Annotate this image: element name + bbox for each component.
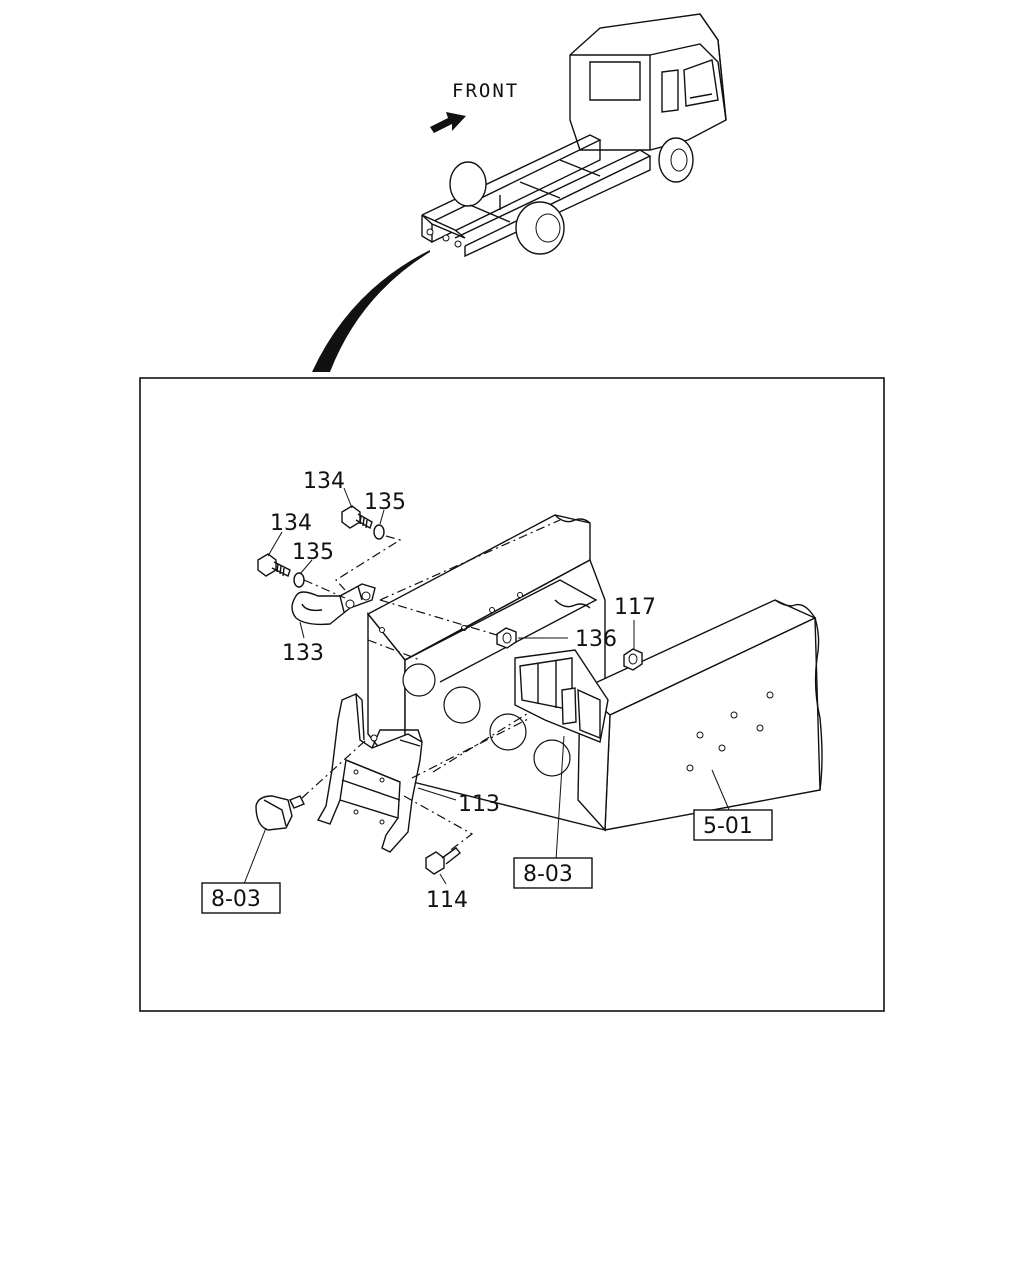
towing-hook bbox=[291, 583, 376, 626]
detail-frame bbox=[139, 377, 885, 1012]
detail-pointer bbox=[312, 250, 430, 372]
ref-8-03-left-label: 8-03 bbox=[211, 887, 261, 912]
bolt-134-lower bbox=[257, 553, 291, 577]
ref-8-03-right-label: 8-03 bbox=[523, 862, 573, 887]
callout-114: 114 bbox=[426, 888, 468, 913]
rear-lamp-assembly bbox=[514, 649, 609, 743]
front-arrow-icon bbox=[430, 112, 466, 133]
leader-lines bbox=[243, 487, 731, 885]
truck-overview-icon bbox=[421, 13, 727, 258]
ref-box-8-03-right[interactable]: 8-03 bbox=[513, 857, 593, 889]
cross-member bbox=[379, 519, 598, 683]
ref-box-5-01[interactable]: 5-01 bbox=[693, 809, 773, 841]
callout-133: 133 bbox=[282, 641, 324, 666]
ref-5-01-label: 5-01 bbox=[703, 814, 753, 839]
callout-136: 136 bbox=[575, 627, 617, 652]
bolt-134-upper bbox=[341, 505, 373, 530]
callout-113: 113 bbox=[458, 792, 500, 817]
lamp-bracket-113 bbox=[316, 692, 423, 853]
washer-135-upper bbox=[373, 524, 385, 540]
callout-117: 117 bbox=[614, 595, 656, 620]
nut-117 bbox=[623, 648, 643, 671]
front-label: FRONT bbox=[452, 80, 519, 102]
bolt-114 bbox=[425, 847, 461, 875]
ref-box-8-03-left[interactable]: 8-03 bbox=[201, 882, 281, 914]
frame-rail-left bbox=[366, 514, 613, 831]
washer-135-lower bbox=[293, 572, 305, 588]
nut-136 bbox=[496, 627, 517, 649]
callout-134-upper: 134 bbox=[303, 469, 345, 494]
callout-135-upper: 135 bbox=[364, 490, 406, 515]
callout-135-lower: 135 bbox=[292, 540, 334, 565]
side-marker-lamp bbox=[255, 795, 305, 831]
assembly-lines bbox=[301, 535, 531, 853]
callout-134-lower: 134 bbox=[270, 511, 312, 536]
